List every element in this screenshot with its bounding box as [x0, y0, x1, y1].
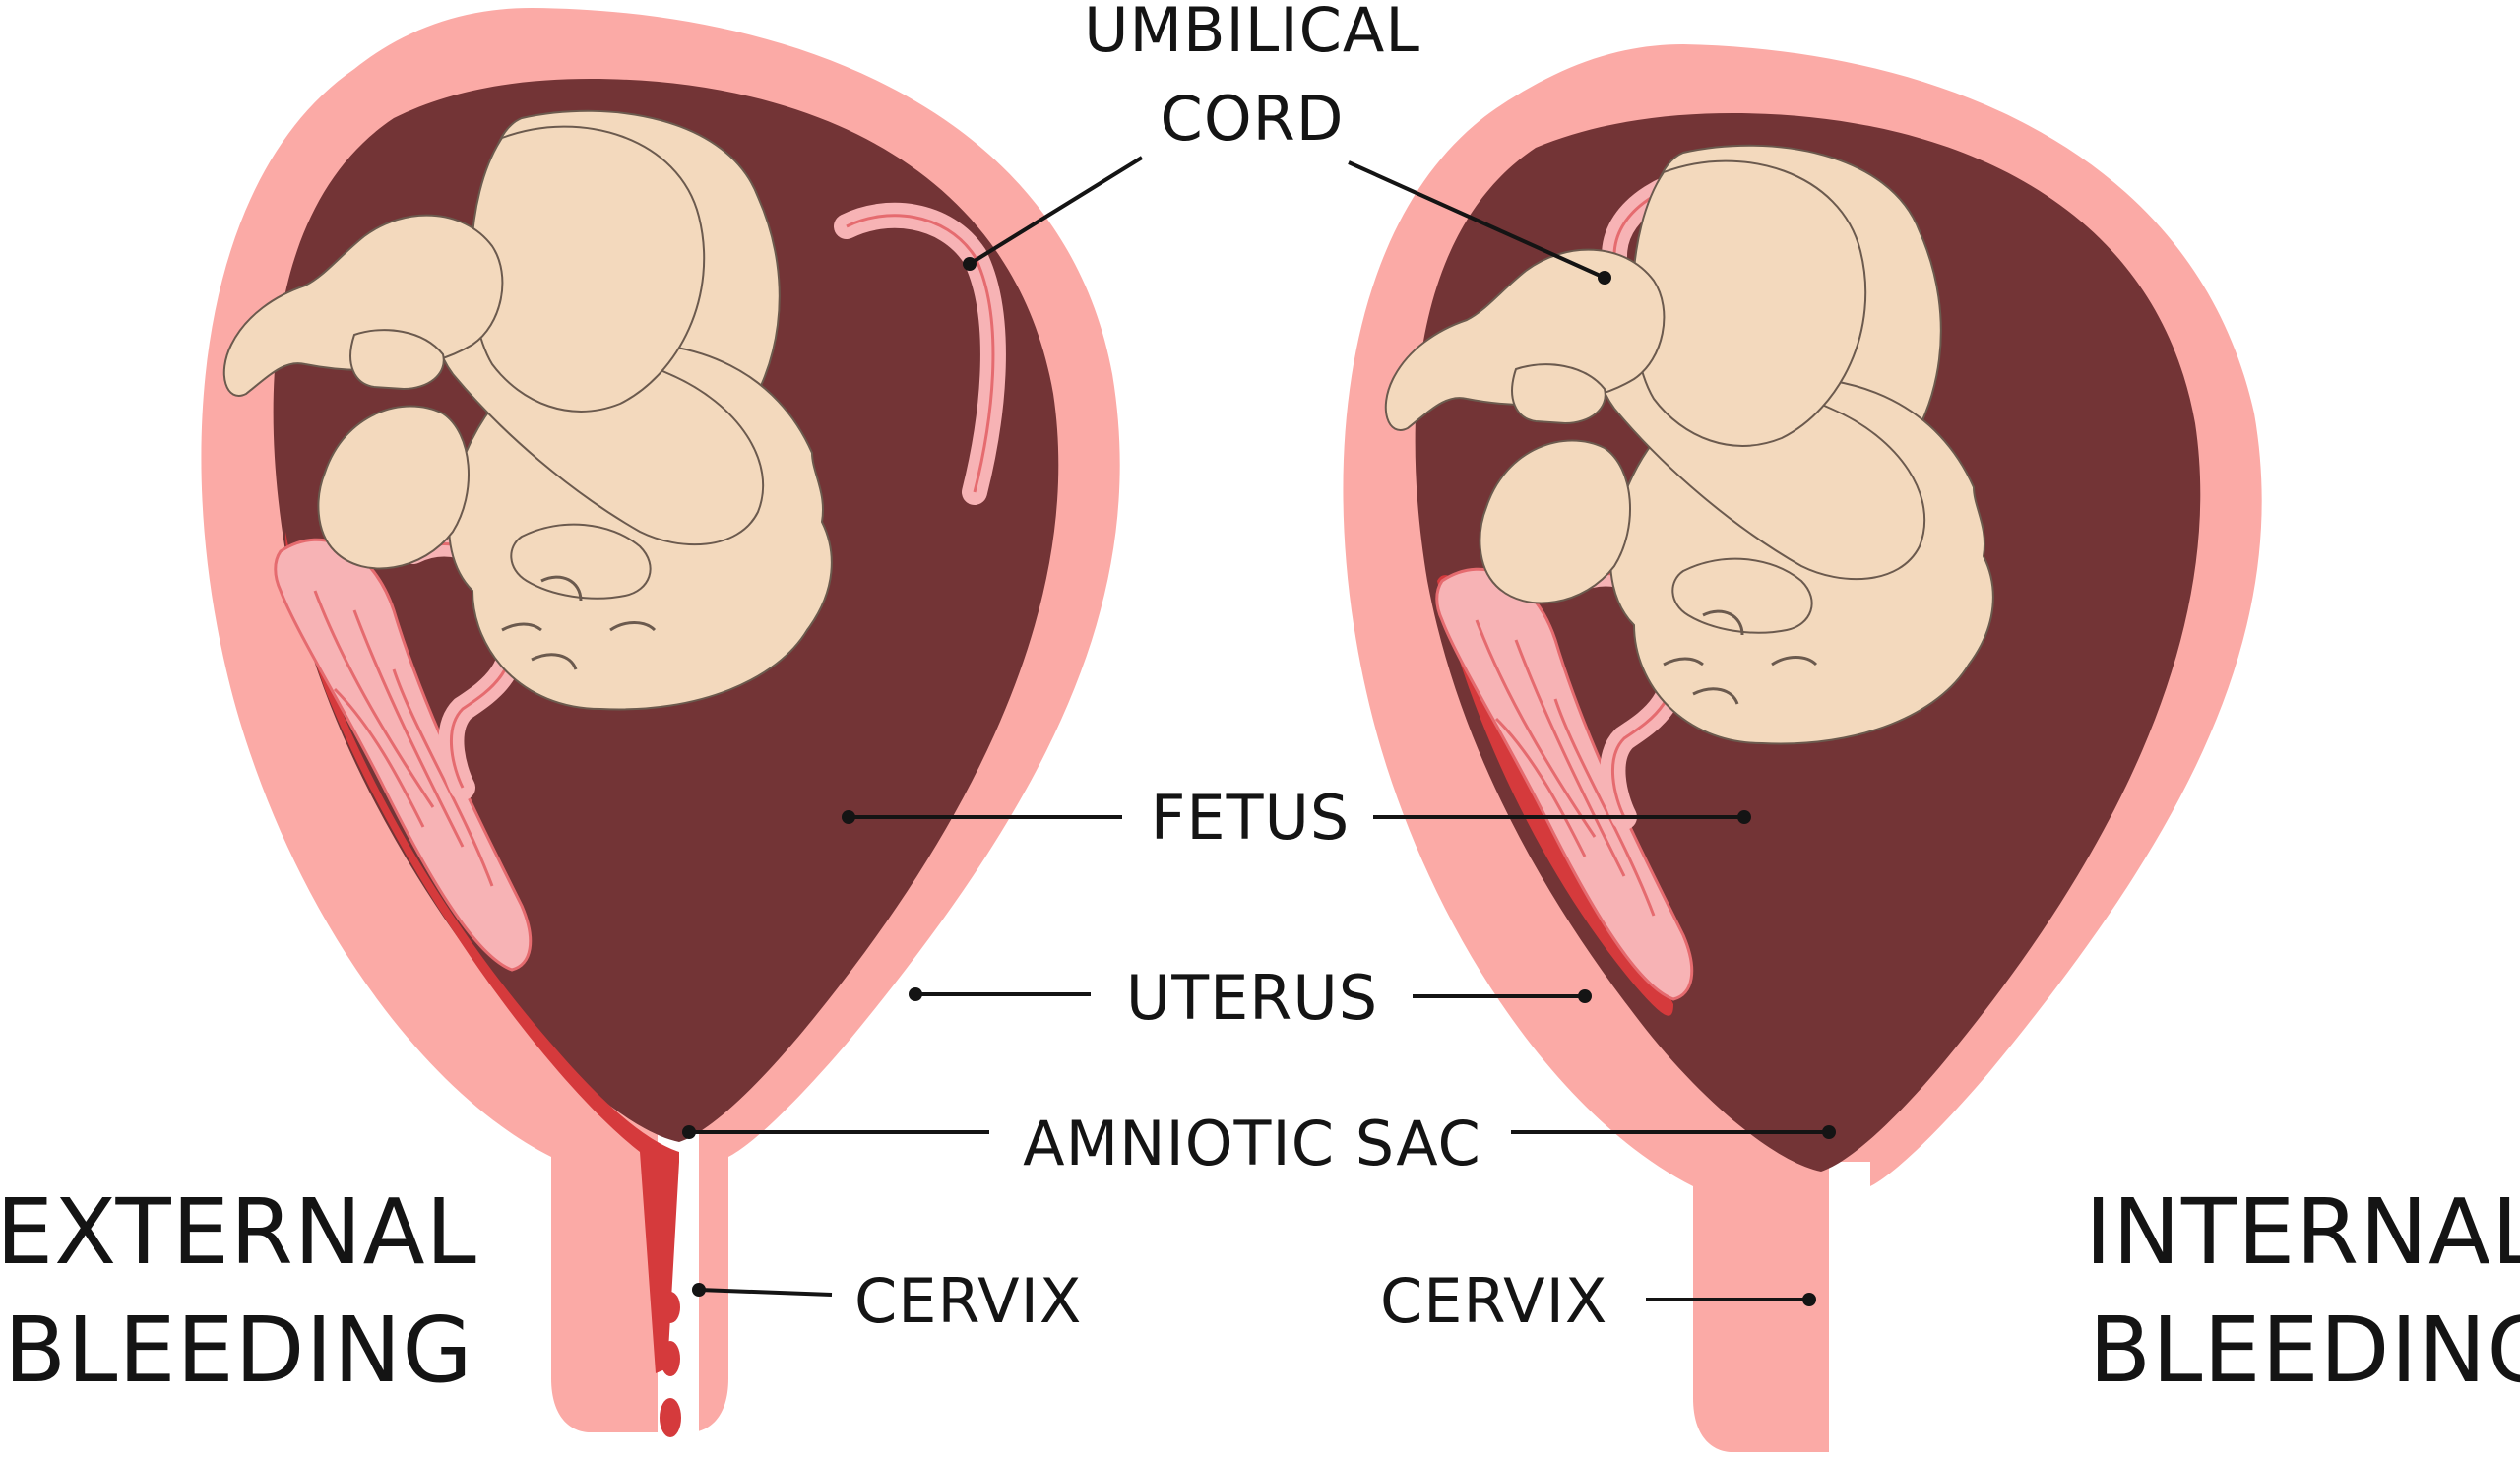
right-cervix-canal — [1829, 1162, 1870, 1457]
right-uterus-group — [1343, 44, 2262, 1457]
left-uterus-group — [201, 8, 1120, 1437]
label-umbilical-cord-line1: UMBILICAL — [1084, 0, 1420, 66]
title-left-line2: BLEEDING — [4, 1298, 473, 1403]
left-blood-drop-1 — [661, 1292, 680, 1323]
title-right-line1: INTERNAL — [2085, 1179, 2520, 1285]
label-umbilical-cord-line2: CORD — [1161, 83, 1345, 155]
leader-lines — [682, 156, 1836, 1306]
left-blood-drop-3 — [660, 1398, 681, 1437]
titles: EXTERNAL BLEEDING INTERNAL BLEEDING — [0, 1179, 2520, 1403]
title-right-line2: BLEEDING — [2089, 1298, 2520, 1403]
label-cervix-left: CERVIX — [854, 1265, 1082, 1337]
label-fetus: FETUS — [1151, 782, 1350, 854]
labels: UMBILICAL CORD FETUS UTERUS AMNIOTIC SAC… — [854, 0, 1607, 1337]
left-blood-drop-2 — [661, 1341, 680, 1376]
label-cervix-right: CERVIX — [1380, 1265, 1607, 1337]
label-amniotic-sac: AMNIOTIC SAC — [1023, 1108, 1481, 1179]
right-placenta-veins — [1475, 619, 1656, 917]
label-uterus: UTERUS — [1126, 962, 1378, 1034]
title-left-line1: EXTERNAL — [0, 1179, 477, 1285]
left-placenta-veins — [313, 590, 494, 887]
